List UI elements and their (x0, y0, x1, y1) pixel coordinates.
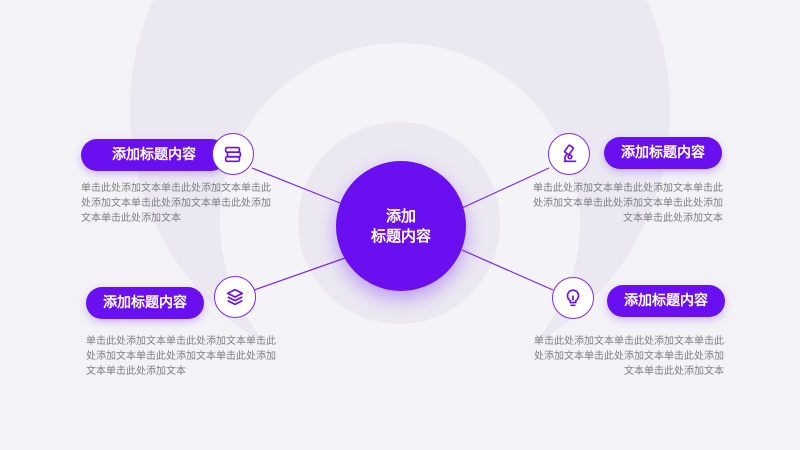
node-description-bottom-left: 单击此处添加文本单击此处添加文本单击此处添加文本单击此处添加文本单击此处添加文本… (86, 336, 276, 377)
center-node[interactable]: 添加 标题内容 (336, 161, 466, 291)
layers-icon (214, 276, 256, 318)
books-icon (212, 133, 254, 175)
node-title-pill-top-right[interactable]: 添加标题内容 (604, 137, 722, 169)
node-description-top-left: 单击此处添加文本单击此处添加文本单击此处添加文本单击此处添加文本单击此处添加文本… (81, 183, 271, 224)
node-description-bottom-right: 单击此处添加文本单击此处添加文本单击此处添加文本单击此处添加文本单击此处添加文本… (534, 336, 724, 377)
center-title-line1: 添加 (385, 207, 416, 225)
microscope-icon (548, 133, 590, 175)
node-title-pill-bottom-left[interactable]: 添加标题内容 (86, 287, 204, 319)
node-title-pill-bottom-right[interactable]: 添加标题内容 (607, 285, 725, 317)
center-title-line2: 标题内容 (370, 227, 431, 245)
lightbulb-icon (552, 277, 594, 319)
node-title-pill-top-left[interactable]: 添加标题内容 (81, 139, 227, 171)
node-description-top-right: 单击此处添加文本单击此处添加文本单击此处添加文本单击此处添加文本单击此处添加文本… (533, 183, 723, 224)
